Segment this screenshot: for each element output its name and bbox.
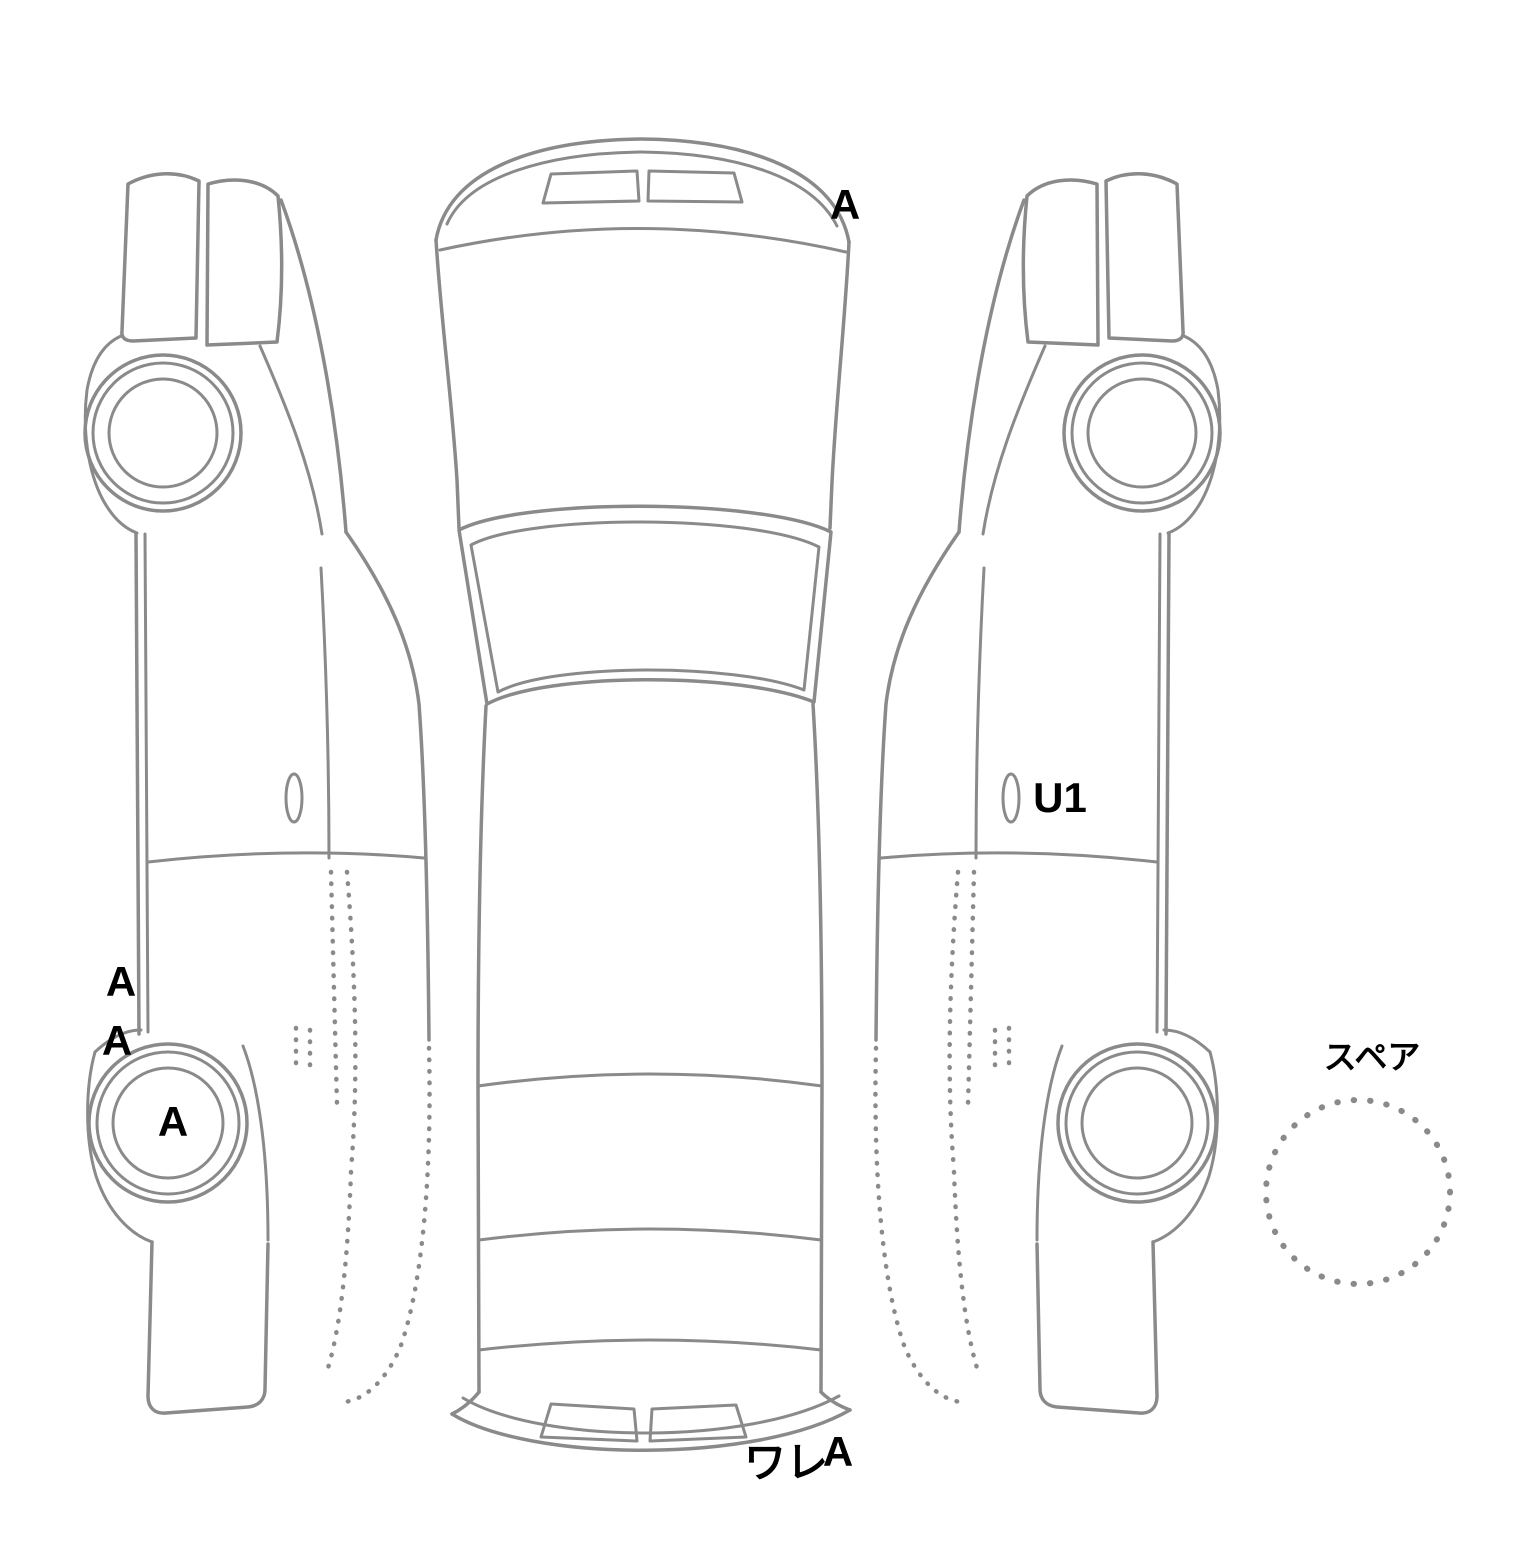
rear-plate-left — [539, 1402, 639, 1443]
roof-side-left — [476, 704, 488, 1394]
roof-side-right — [811, 702, 824, 1394]
rear-fender-arc — [86, 1050, 154, 1244]
windshield-inner — [469, 520, 821, 694]
a-pillar-inner — [258, 344, 324, 536]
front-grille-right — [646, 169, 744, 204]
front-fender-arc — [83, 334, 139, 535]
rear-bumper-inner — [461, 1394, 841, 1435]
spare-tire-label: スペア — [1323, 1038, 1421, 1076]
spare-tire-circle — [1263, 1097, 1453, 1287]
body-top-edge — [344, 530, 431, 1042]
left-side-outline — [83, 172, 432, 1415]
front-bumper-lower — [438, 227, 848, 254]
front-bumper-inner — [445, 150, 839, 228]
rear-wheel-ring — [95, 1050, 241, 1196]
quarter-panel-edge — [241, 1044, 270, 1242]
belt-crease — [146, 851, 426, 864]
front-pillar-strip-inner — [205, 178, 284, 347]
door-seam — [319, 566, 331, 860]
front-wheel-hub — [107, 377, 219, 489]
rear-window-bottom-line — [477, 1227, 823, 1242]
rear-fender-top — [93, 1028, 143, 1054]
a-pillar-outer — [279, 198, 348, 534]
front-grille-left — [541, 169, 641, 205]
rear-bumper-outer — [450, 1408, 852, 1452]
hood-side-left — [434, 238, 461, 530]
rear-bumper-side — [146, 1240, 270, 1415]
front-bumper-outer — [434, 137, 851, 244]
windshield-outer — [457, 504, 833, 706]
damage-code-front-right-a: A — [829, 181, 861, 228]
rear-window-top-line — [476, 1072, 824, 1088]
front-pillar-strip-outer — [120, 172, 201, 343]
rear-plate-right — [648, 1403, 748, 1443]
rocker-outer — [134, 532, 141, 1036]
top-view-outline — [434, 137, 852, 1452]
rocker-inner — [143, 532, 150, 1034]
front-wheel-ring — [91, 361, 235, 505]
damage-code-left-wheel-a: A — [157, 1098, 189, 1145]
door-seam-hidden — [328, 869, 340, 1108]
damage-code-rear-bumper-ware: ワレ — [743, 1439, 829, 1486]
rear-wheel-hub — [111, 1066, 225, 1180]
lower-body-hidden — [341, 1045, 432, 1405]
trunk-line — [477, 1338, 823, 1352]
damage-code-rear-bumper-a: A — [822, 1428, 854, 1475]
quarter-panel-hidden — [325, 1169, 354, 1371]
spare-tire — [1263, 1097, 1453, 1287]
damage-code-right-door-u1: U1 — [1033, 774, 1087, 821]
damage-code-left-rocker-a-upper: A — [105, 958, 137, 1005]
damage-code-left-rocker-a-lower: A — [101, 1017, 133, 1064]
rear-bumper-flare-right — [819, 1390, 852, 1412]
rear-bumper-flare-left — [450, 1390, 481, 1416]
hood-side-right — [828, 240, 851, 530]
door-handle — [284, 772, 304, 824]
rear-door-edge-hidden — [344, 869, 358, 1173]
